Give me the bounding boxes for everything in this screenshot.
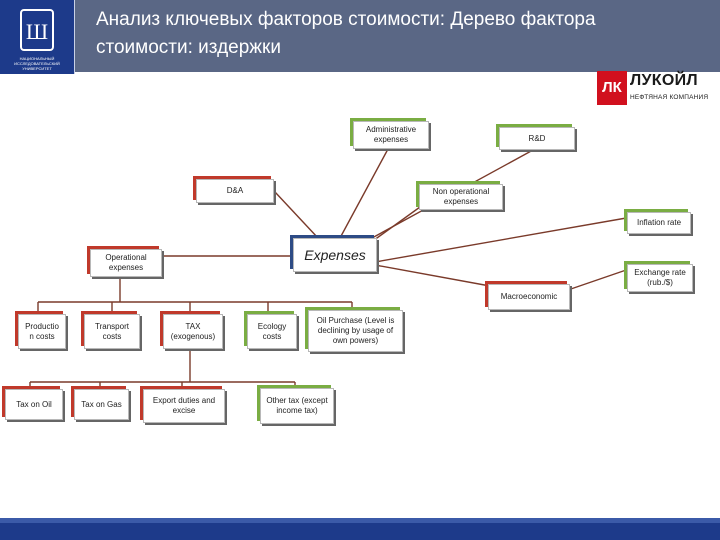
node-oil-purchase: Oil Purchase (Level is declining by usag… xyxy=(308,310,403,352)
lukoil-name: ЛУКОЙЛ xyxy=(630,72,698,89)
node-transport-costs: Transport costs xyxy=(84,314,140,349)
node-expenses: Expenses xyxy=(293,238,377,272)
lukoil-subtitle: НЕФТЯНАЯ КОМПАНИЯ xyxy=(630,94,709,101)
node-export-duties: Export duties and excise xyxy=(143,389,225,423)
page-title: Анализ ключевых факторов стоимости: Дере… xyxy=(96,9,596,58)
node-da: D&A xyxy=(196,179,274,203)
node-tax-exogenous: TAX (exogenous) xyxy=(163,314,223,349)
lukoil-mark: ЛК xyxy=(597,71,627,105)
node-inflation-rate: Inflation rate xyxy=(627,212,691,234)
lukoil-logo: ЛК ЛУКОЙЛ НЕФТЯНАЯ КОМПАНИЯ xyxy=(597,71,719,105)
header-bar xyxy=(0,0,720,72)
node-macroeconomic: Macroeconomic xyxy=(488,284,570,310)
crest-icon: Ш xyxy=(20,9,54,51)
node-operational-expenses: Operational expenses xyxy=(90,249,162,277)
link-nonop xyxy=(369,206,421,244)
node-production-costs: Productio n costs xyxy=(18,314,66,349)
logo-caption: НАЦИОНАЛЬНЫЙ ИССЛЕДОВАТЕЛЬСКИЙ УНИВЕРСИТ… xyxy=(14,56,60,71)
node-administrative-expenses: Administrative expenses xyxy=(353,121,429,149)
node-exchange-rate: Exchange rate (rub./$) xyxy=(627,264,693,292)
node-rd: R&D xyxy=(499,127,575,150)
node-non-operational-expenses: Non operational expenses xyxy=(419,184,503,210)
node-ecology-costs: Ecology costs xyxy=(247,314,297,349)
footer-bar xyxy=(0,518,720,540)
footer-strip xyxy=(0,518,720,523)
node-other-tax: Other tax (except income tax) xyxy=(260,388,334,424)
link-admin xyxy=(339,148,389,239)
university-logo: Ш НАЦИОНАЛЬНЫЙ ИССЛЕДОВАТЕЛЬСКИЙ УНИВЕРС… xyxy=(0,0,75,74)
node-tax-on-gas: Tax on Gas xyxy=(74,389,129,420)
node-tax-on-oil: Tax on Oil xyxy=(5,389,63,420)
svg-text:Ш: Ш xyxy=(26,19,48,44)
link-exchange xyxy=(564,267,633,292)
link-macro xyxy=(374,264,491,287)
link-inflation xyxy=(374,216,633,263)
link-da xyxy=(274,191,319,239)
